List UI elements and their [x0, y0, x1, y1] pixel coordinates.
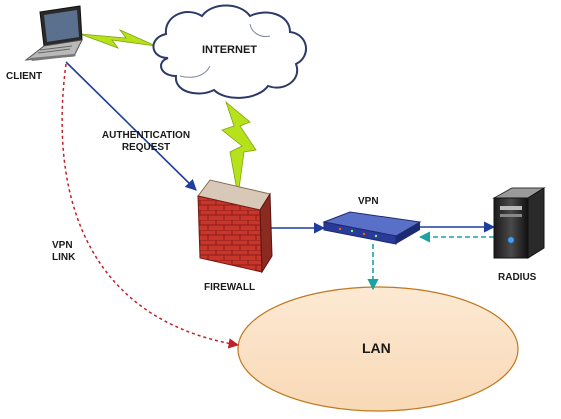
auth-request-line2: REQUEST: [121, 142, 171, 153]
client-internet-lightning-icon: [79, 29, 157, 49]
client-label: CLIENT: [6, 71, 43, 82]
vpn-link-arrow: [61, 63, 240, 349]
auth-request-line1: AUTHENTICATION: [101, 130, 191, 141]
cloud-icon: [152, 4, 307, 99]
vpn-link-label: VPN LINK: [52, 240, 75, 264]
auth-request-label: AUTHENTICATION REQUEST: [94, 130, 198, 154]
laptop-icon: [24, 5, 83, 61]
vpn-link-line2: LINK: [52, 252, 76, 263]
firewall-icon: [197, 179, 273, 274]
radius-label: RADIUS: [498, 272, 537, 283]
internet-label: INTERNET: [202, 44, 257, 56]
vpn-label: VPN: [358, 196, 379, 207]
server-icon: [492, 187, 546, 259]
vpn-appliance-icon: [322, 211, 422, 245]
firewall-label: FIREWALL: [204, 282, 256, 293]
vpn-link-line1: VPN: [52, 240, 73, 251]
internet-firewall-lightning-icon: [221, 100, 257, 197]
auth-request-arrow: [65, 61, 197, 191]
lan-label: LAN: [362, 340, 391, 356]
